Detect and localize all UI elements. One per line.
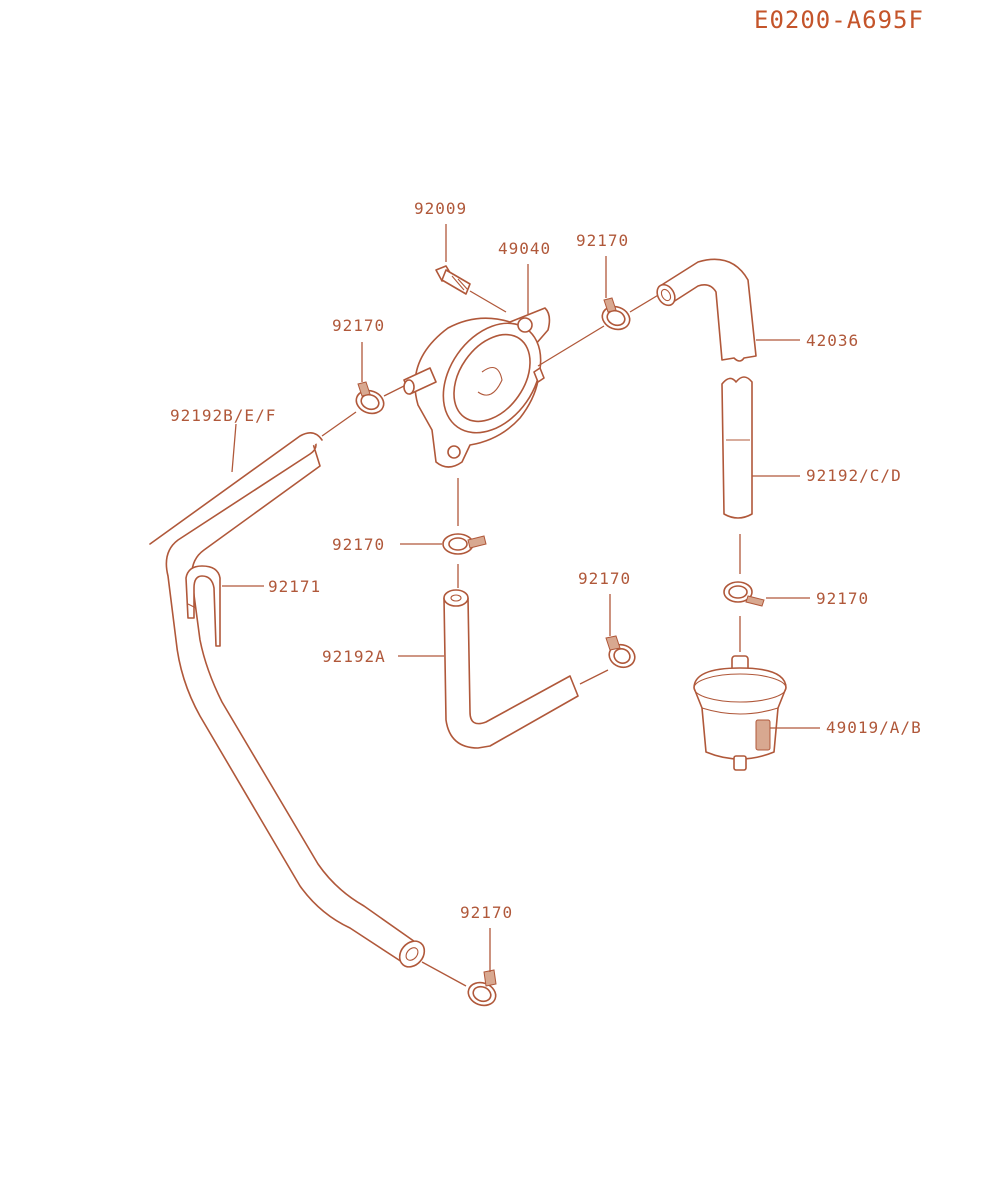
axis-clamp-to-pump-inlet: [383, 385, 405, 397]
hose-92192CD[interactable]: [721, 376, 753, 519]
label-42036: 42036: [806, 331, 859, 350]
hose-clamp-92170-center[interactable]: [442, 533, 487, 555]
label-92192CD: 92192/C/D: [806, 466, 902, 485]
hose-clamp-92170-mid-right[interactable]: [605, 635, 638, 671]
hose-clamp-92170-left[interactable]: [353, 381, 387, 417]
hose-92192BEF[interactable]: [149, 432, 429, 972]
label-92170-pump-top: 92170: [576, 231, 629, 250]
label-92170-center: 92170: [332, 535, 385, 554]
leader-screw-to-pump: [469, 290, 507, 313]
axis-hoseA-to-clamp: [579, 669, 609, 685]
label-92170-filter: 92170: [816, 589, 869, 608]
label-92009: 92009: [414, 199, 467, 218]
axis-pump-to-clamp: [537, 325, 605, 367]
label-92170-left: 92170: [332, 316, 385, 335]
screw-92009[interactable]: [435, 265, 471, 295]
fuel-pump-49040[interactable]: [403, 305, 561, 468]
hose-clamp-92170-pump-top[interactable]: [599, 297, 633, 333]
label-92192BEF: 92192B/E/F: [170, 406, 276, 425]
label-49040: 49040: [498, 239, 551, 258]
label-92170-bottom: 92170: [460, 903, 513, 922]
axis-longhose-to-bottom-clamp: [421, 961, 467, 987]
hose-clamp-92170-filter[interactable]: [723, 581, 765, 607]
label-92170-mid-right: 92170: [578, 569, 631, 588]
hose-42036[interactable]: [654, 258, 757, 362]
leader-92192BEF: [231, 423, 237, 473]
hose-clamp-92170-bottom[interactable]: [465, 969, 499, 1009]
hose-92192A[interactable]: [443, 589, 579, 749]
hose-clip-92171[interactable]: [185, 565, 221, 647]
label-49019AB: 49019/A/B: [826, 718, 922, 737]
fuel-filter-49019AB[interactable]: [693, 655, 787, 771]
axis-hose-to-clamp-left: [321, 411, 357, 437]
label-92171: 92171: [268, 577, 321, 596]
label-92192A: 92192A: [322, 647, 386, 666]
diagram-code: E0200-A695F: [754, 6, 924, 34]
axis-clamp-to-hose42036: [629, 293, 661, 313]
